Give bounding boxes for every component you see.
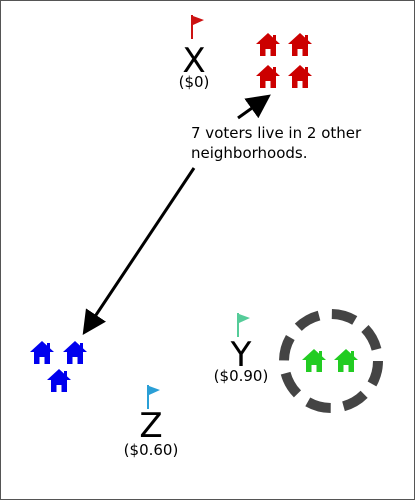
candidate-y: Y ($0.90) [214,313,269,385]
annotation-line-1: 7 voters live in 2 other [191,124,362,142]
flag-icon [147,385,160,409]
candidate-y-label: Y [230,335,252,375]
flag-y-cloth [239,314,250,323]
annotation: 7 voters live in 2 other neighborhoods. [191,124,362,162]
neighborhood-blue [30,341,87,392]
house-icon [288,33,312,56]
double-arrow [82,94,271,335]
candidate-z-label: Z [139,406,162,446]
house-icon [256,65,280,88]
candidate-z-price: ($0.60) [124,441,179,459]
house-icon [334,349,358,372]
house-icon [302,349,326,372]
flag-z-cloth [149,386,160,395]
candidate-x-price: ($0) [179,73,210,91]
candidate-x: X ($0) [179,15,210,91]
flag-x-cloth [193,16,204,25]
arrow-to-red [237,94,271,120]
house-icon [63,341,87,364]
highlight-ring [279,309,383,413]
flag-icon [191,15,204,39]
annotation-line-2: neighborhoods. [191,144,308,162]
neighborhood-red [256,33,312,88]
house-icon [30,341,54,364]
candidate-z: Z ($0.60) [124,385,179,459]
neighborhood-green [279,309,383,413]
house-icon [288,65,312,88]
house-icon [47,369,71,392]
arrow-to-blue [82,167,196,335]
candidate-x-label: X [182,41,205,81]
flag-icon [237,313,250,337]
candidate-y-price: ($0.90) [214,367,269,385]
house-icon [256,33,280,56]
